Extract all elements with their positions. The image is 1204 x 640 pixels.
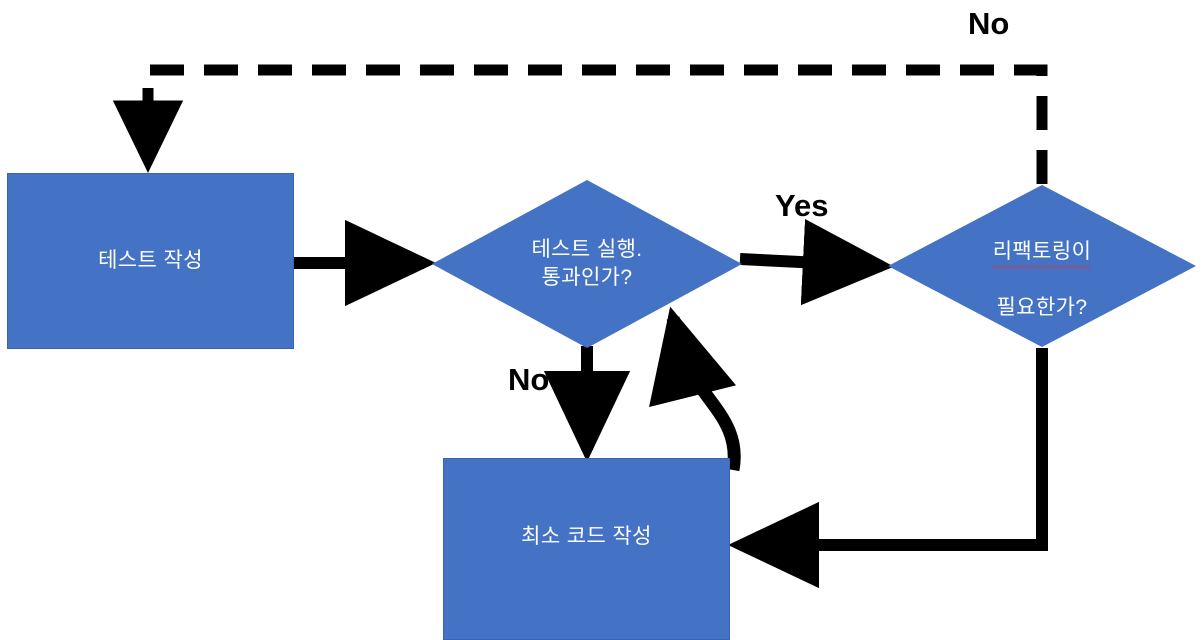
node-write-test-label: 테스트 작성 bbox=[98, 249, 203, 273]
edge-minimal-code-to-run-test bbox=[649, 306, 741, 472]
node-write-test[interactable]: 테스트 작성 bbox=[7, 173, 294, 349]
node-write-minimal-code[interactable]: 최소 코드 작성 bbox=[443, 458, 730, 640]
node-refactor-decision-line1: 리팩토링이 bbox=[992, 238, 1092, 269]
edge-label-yes: Yes bbox=[775, 188, 829, 223]
node-write-minimal-code-label: 최소 코드 작성 bbox=[521, 525, 652, 549]
node-run-test-decision-label: 테스트 실행. 통과인가? bbox=[531, 238, 643, 289]
node-refactor-decision[interactable]: 리팩토링이 필요한가? bbox=[888, 185, 1196, 347]
node-refactor-decision-line2: 필요한가? bbox=[996, 295, 1088, 319]
edge-label-no-down: No bbox=[508, 362, 550, 397]
edge-refactor-to-write-test bbox=[112, 64, 1048, 184]
node-run-test-decision[interactable]: 테스트 실행. 통과인가? bbox=[432, 180, 742, 348]
edge-label-no-loop: No bbox=[968, 6, 1010, 41]
node-refactor-decision-label: 리팩토링이 필요한가? bbox=[992, 211, 1092, 322]
edge-refactor-to-minimal-code bbox=[727, 348, 1048, 589]
edge-run-test-to-refactor bbox=[739, 218, 894, 306]
